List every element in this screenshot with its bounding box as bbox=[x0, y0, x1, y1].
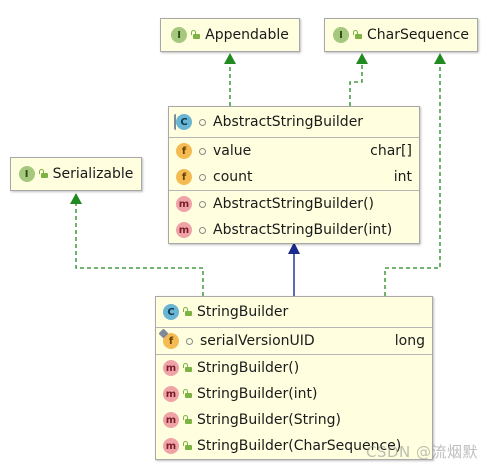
public-lock-icon bbox=[191, 30, 201, 40]
method-row[interactable]: m StringBuilder(int) bbox=[156, 381, 432, 407]
interface-icon: I bbox=[171, 27, 188, 43]
final-class-icon: C bbox=[163, 304, 179, 320]
class-name: StringBuilder bbox=[197, 304, 289, 320]
private-icon bbox=[186, 337, 193, 345]
field-row[interactable]: f serialVersionUID long bbox=[156, 328, 432, 354]
methods-section: m StringBuilder() m StringBuilder(int) m… bbox=[156, 355, 432, 459]
field-type: int bbox=[393, 169, 412, 185]
edge-sb-charsequence bbox=[384, 56, 441, 296]
appendable-name: Appendable bbox=[205, 27, 289, 43]
package-private-icon bbox=[199, 226, 206, 234]
field-type: char[] bbox=[370, 143, 412, 159]
field-name: count bbox=[213, 169, 253, 185]
package-private-icon bbox=[199, 147, 206, 155]
class-header: C AbstractStringBuilder bbox=[169, 107, 419, 138]
arrowhead-serializable bbox=[70, 193, 82, 204]
abstractstringbuilder-class[interactable]: C AbstractStringBuilder f value char[] f… bbox=[168, 106, 420, 244]
method-icon: m bbox=[163, 360, 179, 376]
method-row[interactable]: m StringBuilder(CharSequence) bbox=[156, 433, 432, 459]
field-icon: f bbox=[176, 169, 192, 185]
arrowhead-charsequence-sb bbox=[434, 53, 446, 64]
methods-section: m AbstractStringBuilder() m AbstractStri… bbox=[169, 191, 419, 243]
public-lock-icon bbox=[352, 30, 363, 40]
fields-section: f serialVersionUID long bbox=[156, 328, 432, 355]
field-type: long bbox=[394, 333, 425, 349]
method-name: AbstractStringBuilder(int) bbox=[213, 222, 393, 238]
serializable-name: Serializable bbox=[52, 166, 134, 182]
serializable-interface[interactable]: I Serializable bbox=[10, 157, 142, 191]
method-icon: m bbox=[176, 196, 192, 212]
public-lock-icon bbox=[183, 415, 193, 425]
public-lock-icon bbox=[183, 307, 193, 317]
public-lock-icon bbox=[38, 169, 49, 179]
method-name: StringBuilder() bbox=[197, 360, 300, 376]
public-lock-icon bbox=[183, 441, 193, 451]
static-final-field-icon: f bbox=[163, 333, 179, 349]
package-private-icon bbox=[199, 118, 206, 126]
class-header: C StringBuilder bbox=[156, 297, 432, 328]
abstract-class-icon: C bbox=[174, 114, 192, 130]
method-name: StringBuilder(String) bbox=[197, 412, 341, 428]
interface-icon: I bbox=[332, 27, 349, 43]
edge-sb-serializable bbox=[75, 195, 204, 296]
edge-asb-charsequence bbox=[349, 56, 363, 106]
field-icon: f bbox=[176, 143, 192, 159]
package-private-icon bbox=[199, 200, 206, 208]
arrowhead-charsequence-asb bbox=[356, 53, 368, 64]
method-icon: m bbox=[163, 412, 179, 428]
class-name: AbstractStringBuilder bbox=[213, 114, 364, 130]
method-name: AbstractStringBuilder() bbox=[213, 196, 374, 212]
method-icon: m bbox=[163, 438, 179, 454]
field-row[interactable]: f count int bbox=[169, 164, 419, 190]
method-row[interactable]: m AbstractStringBuilder() bbox=[169, 191, 419, 217]
method-icon: m bbox=[176, 222, 192, 238]
watermark-text: CSDN @流烟默 bbox=[365, 443, 478, 461]
method-row[interactable]: m StringBuilder(String) bbox=[156, 407, 432, 433]
method-name: StringBuilder(int) bbox=[197, 386, 318, 402]
public-lock-icon bbox=[183, 389, 193, 399]
field-name: serialVersionUID bbox=[200, 333, 315, 349]
appendable-interface[interactable]: I Appendable bbox=[160, 18, 300, 52]
public-lock-icon bbox=[183, 363, 193, 373]
charsequence-interface[interactable]: I CharSequence bbox=[324, 18, 478, 52]
stringbuilder-class[interactable]: C StringBuilder f serialVersionUID long … bbox=[155, 296, 433, 460]
field-name: value bbox=[213, 143, 252, 159]
fields-section: f value char[] f count int bbox=[169, 138, 419, 191]
field-row[interactable]: f value char[] bbox=[169, 138, 419, 164]
interface-icon: I bbox=[18, 166, 35, 182]
method-row[interactable]: m AbstractStringBuilder(int) bbox=[169, 217, 419, 243]
method-icon: m bbox=[163, 386, 179, 402]
arrowhead-asb bbox=[288, 242, 300, 254]
charsequence-name: CharSequence bbox=[366, 27, 470, 43]
method-row[interactable]: m StringBuilder() bbox=[156, 355, 432, 381]
package-private-icon bbox=[199, 173, 206, 181]
arrowhead-appendable bbox=[224, 53, 236, 64]
method-name: StringBuilder(CharSequence) bbox=[197, 438, 402, 454]
